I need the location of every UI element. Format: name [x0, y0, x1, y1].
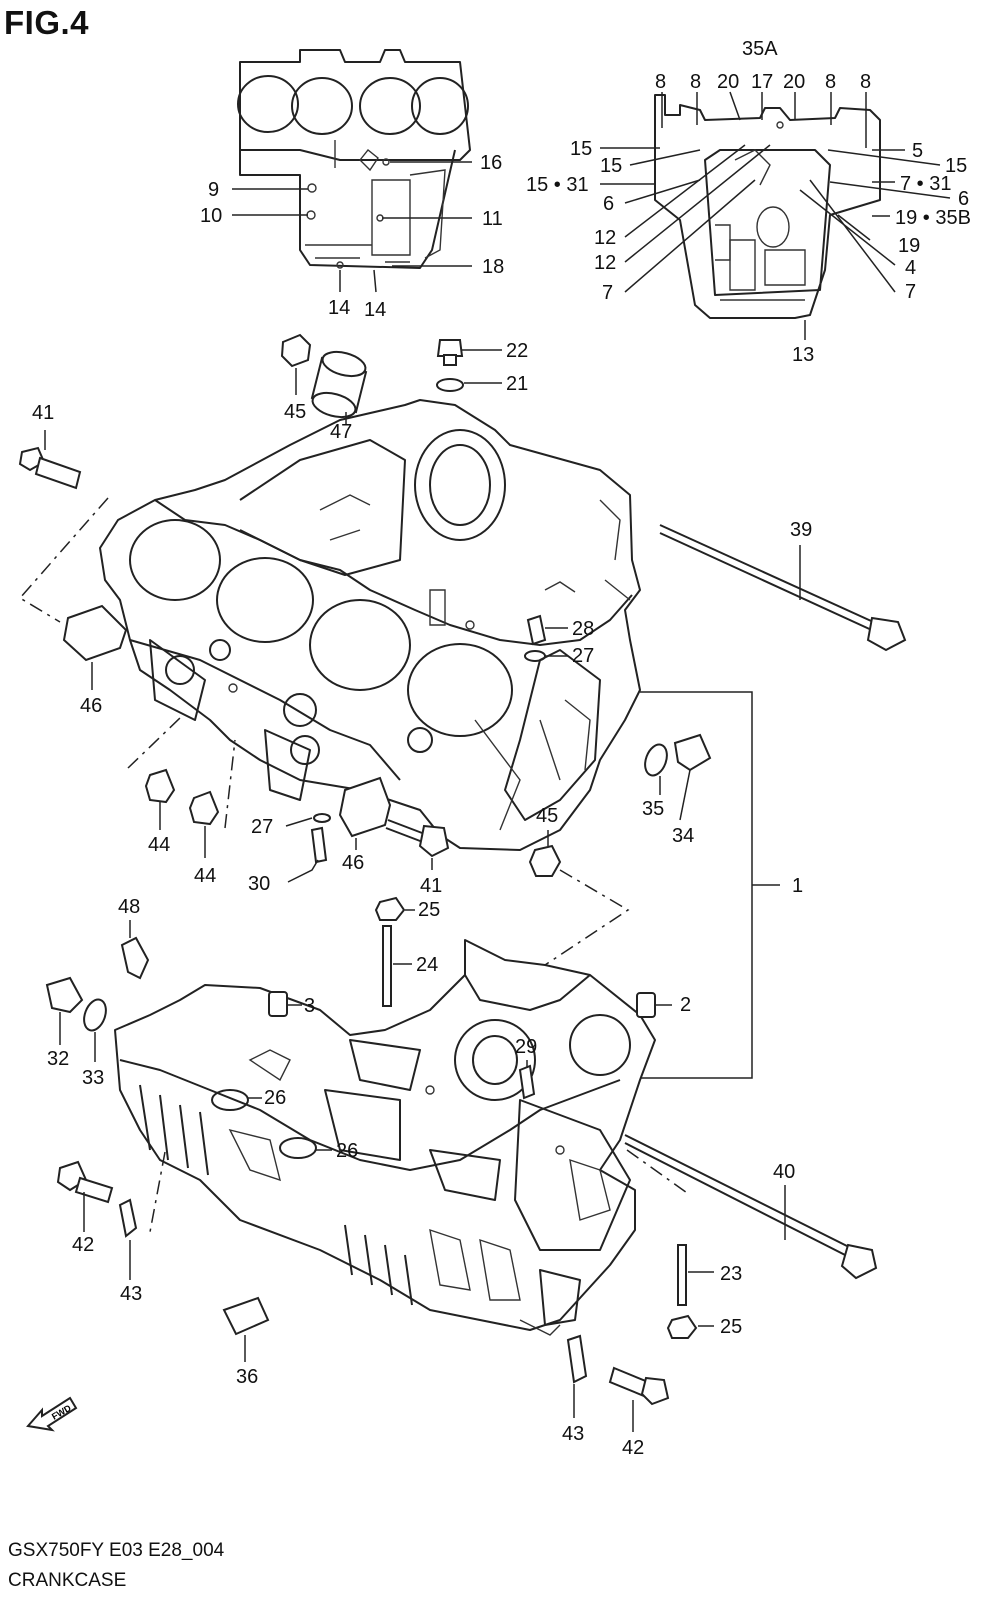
- lower-crankcase-inset: [654, 94, 881, 319]
- callout-8: 8: [655, 71, 666, 93]
- callout-7-31: 7 • 31: [900, 173, 951, 195]
- callout-43: 43: [120, 1283, 142, 1305]
- callout-11: 11: [482, 208, 503, 230]
- forward-arrow-icon: FWD: [26, 1396, 78, 1432]
- callout-19-35B: 19 • 35B: [895, 207, 971, 229]
- callout-34: 34: [672, 825, 694, 847]
- callout-46: 46: [80, 695, 102, 717]
- callout-16: 16: [480, 152, 502, 174]
- figure-caption: CRANKCASE: [8, 1570, 127, 1591]
- callout-13: 13: [792, 344, 814, 366]
- callout-40: 40: [773, 1161, 795, 1183]
- callout-32: 32: [47, 1048, 69, 1070]
- callout-7: 7: [905, 281, 916, 303]
- callout-14: 14: [328, 297, 350, 319]
- callout-4: 4: [905, 257, 916, 279]
- figure-title: FIG.4: [4, 4, 90, 41]
- callout-12: 12: [594, 252, 616, 274]
- callout-27: 27: [572, 645, 594, 667]
- upper-crankcase-inset: [237, 49, 471, 269]
- callout-17: 17: [751, 71, 773, 93]
- callout-15: 15: [570, 138, 592, 160]
- callout-24: 24: [416, 954, 438, 976]
- callout-21: 21: [506, 373, 528, 395]
- loose-parts: [18, 333, 907, 1406]
- callout-22: 22: [506, 340, 528, 362]
- callout-8: 8: [825, 71, 836, 93]
- callout-8: 8: [860, 71, 871, 93]
- callout-8: 8: [690, 71, 701, 93]
- callout-3: 3: [304, 995, 315, 1017]
- callout-26: 26: [336, 1140, 358, 1162]
- lower-crankcase: [114, 939, 656, 1336]
- callout-29: 29: [515, 1036, 537, 1058]
- callout-9: 9: [208, 179, 219, 201]
- callout-35A: 35A: [742, 38, 778, 60]
- callout-6: 6: [958, 188, 969, 210]
- leader-lines: [18, 91, 951, 1432]
- callout-44: 44: [194, 865, 216, 887]
- callout-41: 41: [420, 875, 442, 897]
- callout-44: 44: [148, 834, 170, 856]
- callout-26: 26: [264, 1087, 286, 1109]
- callout-20: 20: [717, 71, 739, 93]
- callout-2: 2: [680, 994, 691, 1016]
- callout-41: 41: [32, 402, 54, 424]
- upper-crankcase: [99, 399, 641, 851]
- callout-47: 47: [330, 421, 352, 443]
- callout-5: 5: [912, 140, 923, 162]
- callout-10: 10: [200, 205, 222, 227]
- callout-28: 28: [572, 618, 594, 640]
- callout-14: 14: [364, 299, 386, 321]
- callout-19: 19: [898, 235, 920, 257]
- callout-46: 46: [342, 852, 364, 874]
- callout-6: 6: [603, 193, 614, 215]
- callout-42: 42: [72, 1234, 94, 1256]
- callout-35: 35: [642, 798, 664, 820]
- callout-39: 39: [790, 519, 812, 541]
- callout-43: 43: [562, 1423, 584, 1445]
- callout-48: 48: [118, 896, 140, 918]
- callout-15: 15: [600, 155, 622, 177]
- callout-42: 42: [622, 1437, 644, 1459]
- callout-20: 20: [783, 71, 805, 93]
- callout-15-31: 15 • 31: [526, 174, 589, 196]
- callout-30: 30: [248, 873, 270, 895]
- callout-36: 36: [236, 1366, 258, 1388]
- callout-45: 45: [536, 805, 558, 827]
- callout-23: 23: [720, 1263, 742, 1285]
- model-code-label: GSX750FY E03 E28_004: [8, 1540, 225, 1561]
- callout-45: 45: [284, 401, 306, 423]
- callout-labels: 35A 8 8 20 17 20 8 8 15 5 15 15 15 • 31 …: [32, 38, 971, 1459]
- callout-33: 33: [82, 1067, 104, 1089]
- callout-15: 15: [945, 155, 967, 177]
- callout-18: 18: [482, 256, 504, 278]
- callout-12: 12: [594, 227, 616, 249]
- callout-25: 25: [720, 1316, 742, 1338]
- callout-7: 7: [602, 282, 613, 304]
- callout-1: 1: [792, 875, 803, 897]
- callout-25: 25: [418, 899, 440, 921]
- callout-27: 27: [251, 816, 273, 838]
